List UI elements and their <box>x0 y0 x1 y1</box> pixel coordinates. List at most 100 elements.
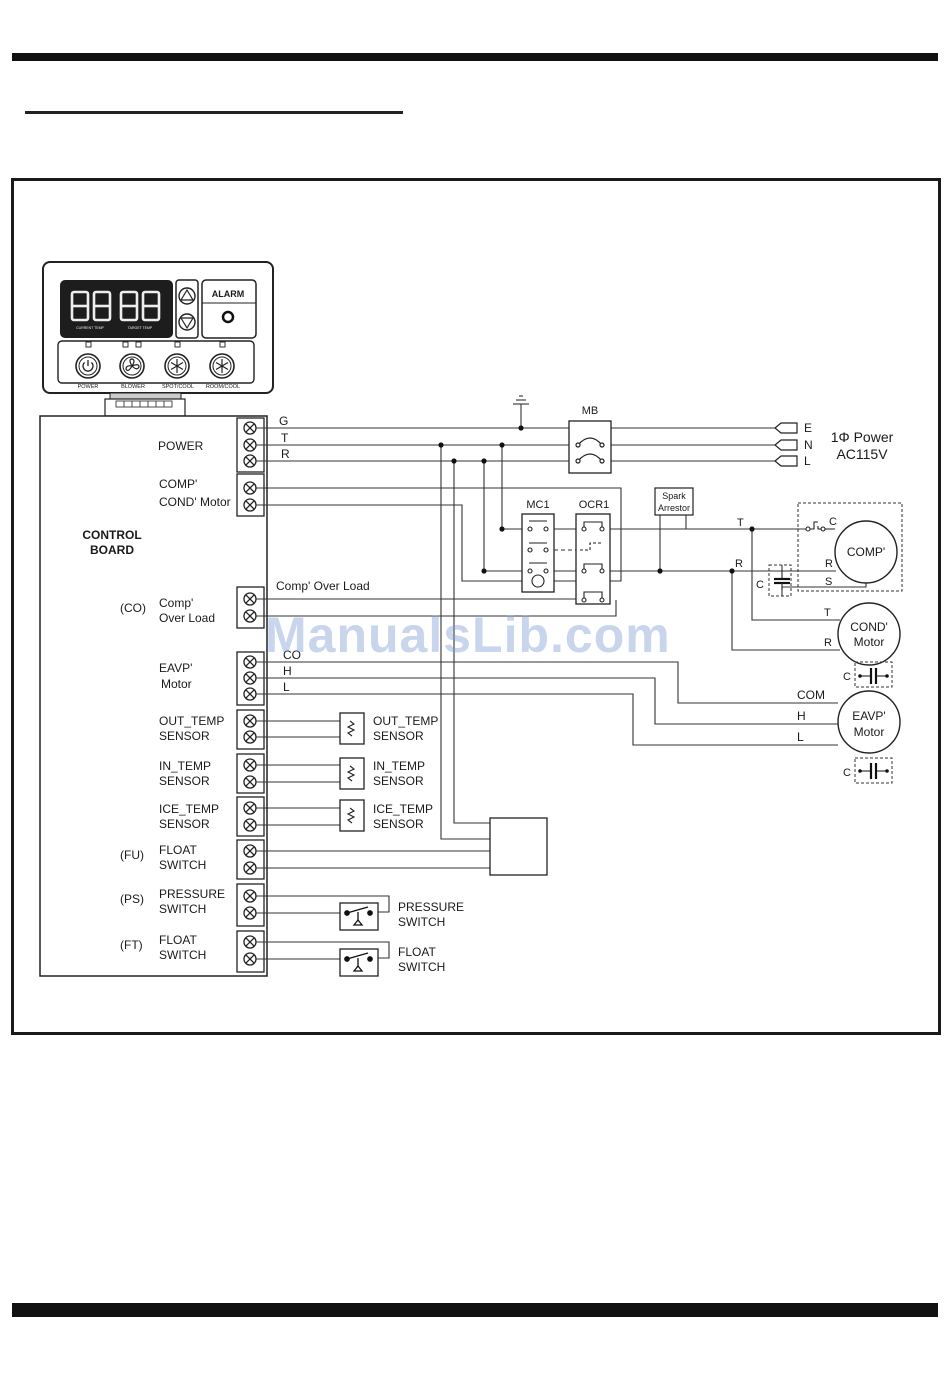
compressor: COMP' C R S <box>797 502 903 592</box>
comp-line-r: R <box>735 558 743 570</box>
top-rule <box>12 53 938 61</box>
terminal-label: SENSOR <box>159 817 210 831</box>
terminal-label: POWER <box>158 439 204 453</box>
power-label-n: N <box>804 438 813 452</box>
spot-cool-button-label: SPOT/COOL <box>162 384 194 390</box>
current-temp-label: CURRENT TEMP <box>76 326 104 330</box>
spark-arrestor-label: Spark <box>662 491 686 501</box>
power-label-e: E <box>804 421 812 435</box>
eavp-motor-label: EAVP' <box>852 709 885 723</box>
alarm-box <box>201 279 257 339</box>
spot-cool-button[interactable] <box>164 353 190 379</box>
cond-cap-label: C <box>843 671 851 683</box>
terminal-label: PRESSURE <box>159 887 225 901</box>
ice-temp-sensor <box>339 799 365 832</box>
comp-capacitor-icon <box>768 564 792 597</box>
room-cool-button-label: ROOM/COOL <box>206 384 240 390</box>
indicator-led-icon <box>174 341 181 348</box>
control-board-title: CONTROL <box>82 528 141 542</box>
room-cool-button[interactable] <box>209 353 235 379</box>
cond-motor-label: COND' <box>850 620 888 634</box>
alarm-led-icon <box>221 310 235 324</box>
indicator-led-icon <box>135 341 142 348</box>
wire-label-l: L <box>283 680 290 694</box>
cond-motor: COND' Motor <box>837 602 901 666</box>
target-temp-label: TARGET TEMP <box>128 326 153 330</box>
fan-icon <box>125 358 140 372</box>
alarm-label: ALARM <box>212 289 245 299</box>
power-plug-terminals <box>774 422 798 467</box>
wire-label-co: CO <box>283 648 301 662</box>
terminal-label: SENSOR <box>159 774 210 788</box>
blower-button-label: BLOWER <box>121 384 145 390</box>
up-arrow-button[interactable] <box>178 287 196 305</box>
in-temp-sensor <box>339 757 365 790</box>
sensor-label: SENSOR <box>373 774 424 788</box>
terminal-label: COND' Motor <box>159 495 231 509</box>
down-arrow-button[interactable] <box>178 313 196 331</box>
comp-line-t: T <box>737 517 744 529</box>
pressure-switch-label: SWITCH <box>398 915 445 929</box>
terminal-label: SWITCH <box>159 858 206 872</box>
indicator-led-icon <box>85 341 92 348</box>
terminal-label: FLOAT <box>159 933 197 947</box>
power-spec: AC115V <box>836 446 888 462</box>
thermistor-icon <box>346 765 356 782</box>
eavp-cap-label: C <box>843 767 851 779</box>
terminal-label: SENSOR <box>159 729 210 743</box>
cond-capacitor-icon <box>854 661 893 688</box>
eavp-terminal-com: COM <box>797 688 825 702</box>
eavp-motor: EAVP' Motor <box>837 690 901 754</box>
comp-terminal-s: S <box>825 576 832 588</box>
comp-cap-label: C <box>756 579 764 591</box>
wire-label-r: R <box>281 447 290 461</box>
diagram-frame <box>11 178 941 1035</box>
eavp-capacitor-icon <box>854 757 893 784</box>
terminal-code: (CO) <box>120 601 146 615</box>
watermark: ManualsLib.com <box>265 607 671 663</box>
comp-terminal-r: R <box>825 558 833 570</box>
power-button-label: POWER <box>78 384 99 390</box>
terminal-label: IN_TEMP <box>159 759 211 773</box>
mb-label: MB <box>582 405 599 417</box>
ocr1-label: OCR1 <box>579 499 610 511</box>
terminal-label: ICE_TEMP <box>159 802 219 816</box>
snowflake-icon <box>215 359 229 373</box>
float-switch-label: FLOAT <box>398 945 436 959</box>
power-spec: 1Φ Power <box>831 429 894 445</box>
terminal-label: Over Load <box>159 611 215 625</box>
mb-breaker: MB <box>568 405 612 474</box>
ocr1-relay: OCR1 <box>575 499 611 605</box>
thermistor-icon <box>346 720 356 737</box>
eavp-terminal-l: L <box>797 730 804 744</box>
eavp-terminal-h: H <box>797 709 806 723</box>
terminal-code: (FU) <box>120 848 144 862</box>
out-temp-sensor <box>339 712 365 745</box>
float-switch <box>339 948 379 977</box>
terminal-label: SWITCH <box>159 902 206 916</box>
indicator-led-icon <box>122 341 129 348</box>
cond-terminal-t: T <box>824 607 831 619</box>
mc1-label: MC1 <box>526 499 549 511</box>
sensor-label: IN_TEMP <box>373 759 425 773</box>
terminal-label: Motor <box>161 677 192 691</box>
cond-motor-label: Motor <box>854 635 885 649</box>
float-switch-label: SWITCH <box>398 960 445 974</box>
title-underline <box>25 111 403 114</box>
comp-label: COMP' <box>847 545 885 559</box>
power-button[interactable] <box>75 353 101 379</box>
sensor-label: SENSOR <box>373 729 424 743</box>
blower-button[interactable] <box>119 353 145 379</box>
eavp-motor-label: Motor <box>854 725 885 739</box>
snowflake-icon <box>170 359 184 373</box>
sensor-label: OUT_TEMP <box>373 714 438 728</box>
terminal-label: FLOAT <box>159 843 197 857</box>
float-switch-module <box>489 817 548 876</box>
power-label-l: L <box>804 454 811 468</box>
terminal-code: (PS) <box>120 892 144 906</box>
comp-over-load-wire-label: Comp' Over Load <box>276 579 370 593</box>
junction-dots <box>438 425 755 574</box>
wire-label-t: T <box>281 431 289 445</box>
cond-terminal-r: R <box>824 637 832 649</box>
